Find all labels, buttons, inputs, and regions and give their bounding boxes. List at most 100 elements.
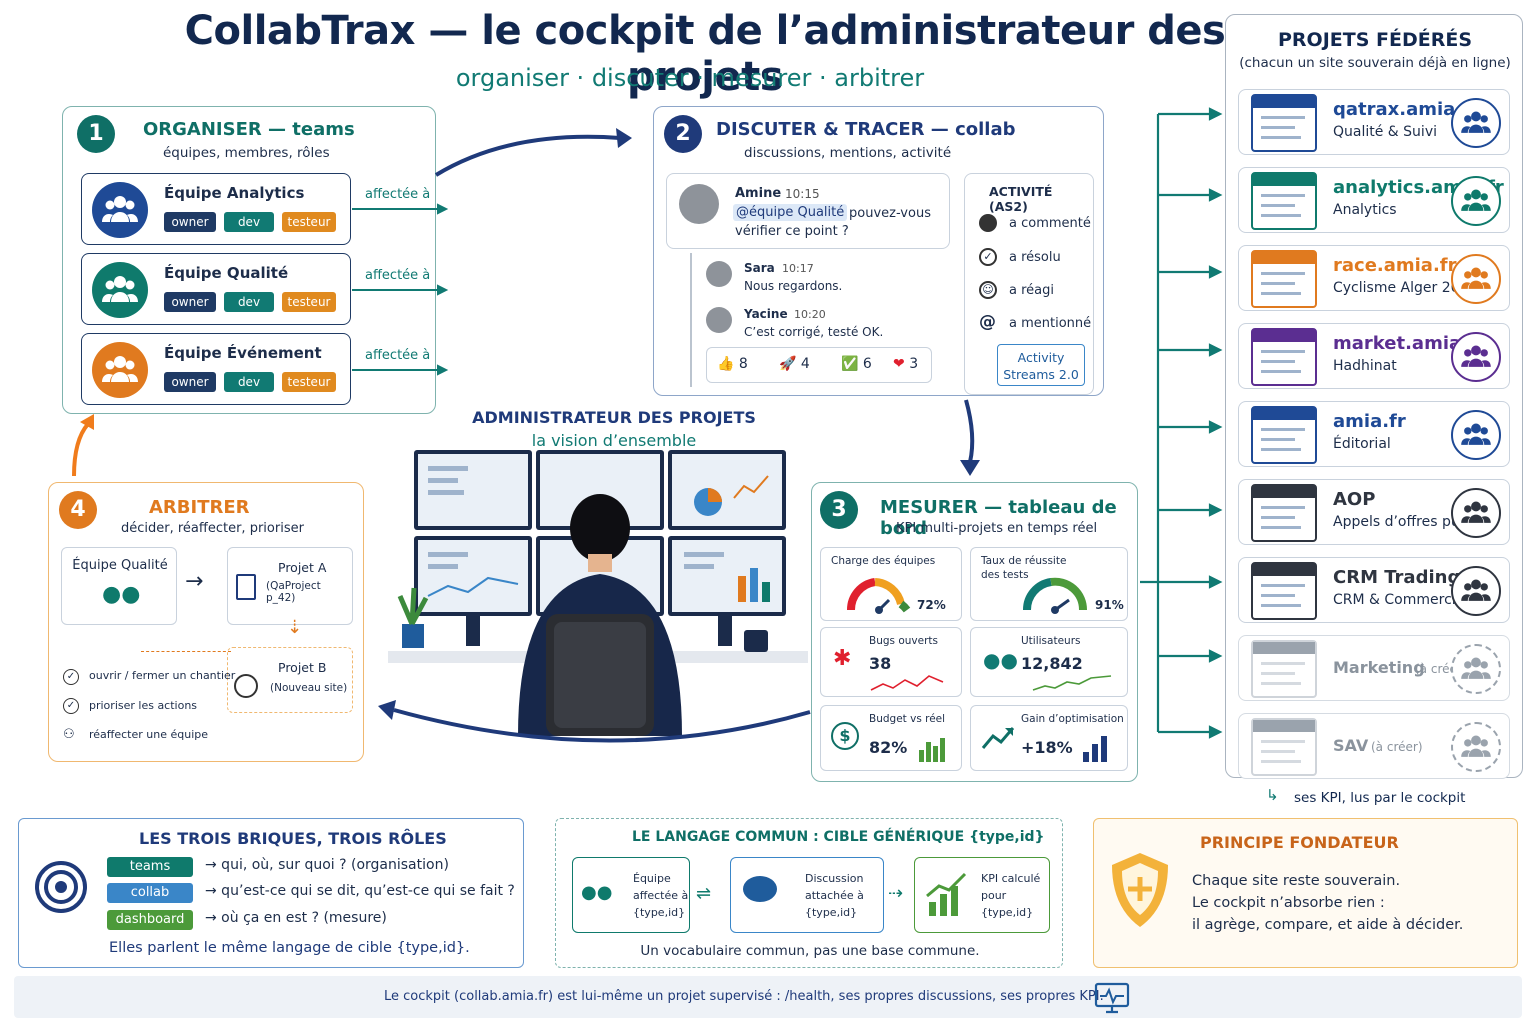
kpi-budget[interactable]: Budget vs réel $ 82% (820, 705, 962, 771)
tag-dashboard: dashboard (107, 910, 193, 930)
project-name: Projet A (278, 560, 327, 575)
section-subtitle: discussions, mentions, activité (744, 145, 952, 161)
badge-owner: owner (164, 372, 216, 392)
dashed-connector (141, 651, 231, 652)
admin-workstation-illustration (388, 450, 808, 736)
site-name[interactable]: qatrax.amia.fr (1333, 99, 1479, 120)
site-name[interactable]: AOP (1333, 489, 1376, 510)
site-name[interactable]: race.amia.fr (1333, 255, 1457, 276)
team-circle-icon (1451, 488, 1501, 538)
step-number: 2 (664, 115, 702, 153)
project-sub: (QaProject p_42) (266, 580, 321, 604)
step-number: 1 (77, 115, 115, 153)
project-b-card[interactable]: Projet B (Nouveau site) (227, 647, 353, 713)
site-name[interactable]: SAV (1333, 736, 1369, 755)
action-item[interactable]: prioriser les actions (89, 699, 198, 712)
mesurer-panel: 3 MESURER — tableau de bord KPI multi-pr… (811, 482, 1138, 782)
reaction-heart[interactable]: ❤ 3 (893, 356, 918, 372)
team-card-evenement[interactable]: Équipe Événement owner dev testeur (81, 333, 351, 405)
activity-streams-button[interactable]: Activity Streams 2.0 (997, 344, 1085, 386)
reaction-thumbs[interactable]: 👍 8 (717, 356, 748, 372)
activity-title: ACTIVITÉ (AS2) (989, 184, 1053, 214)
flow-arrow-1-2 (434, 128, 632, 177)
team-name: Équipe Analytics (164, 184, 305, 202)
gauge-icon (1022, 577, 1088, 614)
langage-item-equipe: ●● Équipe affectée à {type,id} (572, 857, 690, 933)
affected-label: affectée à (365, 268, 431, 283)
reaction-check[interactable]: ✅ 6 (841, 356, 872, 372)
affected-label: affectée à (365, 348, 431, 363)
reply-text: C’est corrigé, testé OK. (744, 325, 884, 339)
site-name[interactable]: CRM Trading (1333, 567, 1461, 588)
badge-testeur: testeur (282, 212, 336, 232)
message-time: 10:15 (785, 187, 820, 201)
federes-title: PROJETS FÉDÉRÉS (1277, 29, 1473, 51)
message-text: pouvez-vous (849, 206, 931, 221)
check-circle-icon: ✓ (63, 669, 79, 685)
reaction-rocket[interactable]: 🚀 4 (779, 356, 810, 372)
site-card[interactable]: Marketing(à créer) (1238, 635, 1510, 701)
site-card[interactable]: SAV(à créer) (1238, 713, 1510, 779)
team-circle-icon (1451, 176, 1501, 226)
principe-line: Chaque site reste souverain. (1192, 873, 1401, 889)
team-icon (92, 182, 148, 238)
team-icon: ●● (102, 582, 141, 607)
site-window-icon (1251, 718, 1317, 776)
kpi-label: Charge des équipes (831, 555, 936, 567)
kpi-charge[interactable]: Charge des équipes 72% (820, 547, 962, 621)
kpi-label: Bugs ouverts (869, 635, 938, 647)
kpi-label: Gain d’optimisation (1021, 713, 1124, 725)
team-circle-icon (1451, 254, 1501, 304)
trend-up-icon (981, 727, 1015, 749)
sparkline (1032, 675, 1112, 691)
arrow-right-icon: ⇢ (888, 883, 904, 904)
kpi-label: Utilisateurs (1021, 635, 1081, 647)
principe-panel: PRINCIPE FONDATEUR Chaque site reste sou… (1093, 818, 1518, 968)
smile-icon: ☺ (979, 281, 997, 299)
team-icon: ●● (581, 882, 613, 903)
heart-icon: ❤ (893, 356, 905, 372)
kpi-label: Budget vs réel (869, 713, 946, 725)
gauge-icon (846, 578, 911, 614)
langage-title: LE LANGAGE COMMUN : CIBLE GÉNÉRIQUE {typ… (632, 829, 1045, 845)
activity-item: a réagi (1009, 283, 1054, 298)
mention-tag[interactable]: @équipe Qualité (733, 204, 848, 221)
message-card[interactable]: Amine 10:15 @équipe Qualité pouvez-vous … (666, 173, 950, 249)
kpi-users[interactable]: Utilisateurs ●● 12,842 (970, 627, 1128, 697)
kpi-tests[interactable]: Taux de réussite des tests 91% (970, 547, 1128, 621)
shield-icon (1112, 853, 1168, 927)
sparkline (870, 675, 944, 691)
action-item[interactable]: réaffecter une équipe (89, 728, 209, 741)
site-name[interactable]: Marketing (1333, 658, 1425, 677)
site-name[interactable]: market.amia.fr (1333, 333, 1485, 354)
team-circle-icon (1451, 332, 1501, 382)
team-circle-icon (1451, 566, 1501, 616)
arbitrer-team-card[interactable]: Équipe Qualité ●● (61, 547, 177, 625)
kpi-gain[interactable]: Gain d’optimisation +18% (970, 705, 1128, 771)
site-name[interactable]: amia.fr (1333, 411, 1406, 432)
activity-item: a commenté (1009, 216, 1091, 231)
reaction-count: 4 (800, 356, 810, 372)
organiser-panel: 1 ORGANISER — teams équipes, membres, rô… (62, 106, 436, 414)
checklist-icon (236, 574, 256, 600)
arrow-right-icon: → (185, 569, 204, 594)
team-card-analytics[interactable]: Équipe Analytics owner dev testeur (81, 173, 351, 245)
activity-panel: ACTIVITÉ (AS2) a commenté ✓ a résolu ☺ a… (964, 173, 1094, 395)
target-icon (35, 861, 87, 913)
badge-dev: dev (224, 372, 274, 392)
project-a-card[interactable]: Projet A (QaProject p_42) (227, 547, 353, 625)
team-card-qualite[interactable]: Équipe Qualité owner dev testeur (81, 253, 351, 325)
reaction-count: 8 (738, 356, 748, 372)
kpi-value: 72% (917, 598, 946, 612)
langage-panel: LE LANGAGE COMMUN : CIBLE GÉNÉRIQUE {typ… (555, 818, 1063, 968)
action-item[interactable]: ouvrir / fermer un chantier (89, 669, 236, 682)
kpi-bugs[interactable]: Bugs ouverts ✱ 38 (820, 627, 962, 697)
reaction-count: 3 (909, 356, 919, 372)
